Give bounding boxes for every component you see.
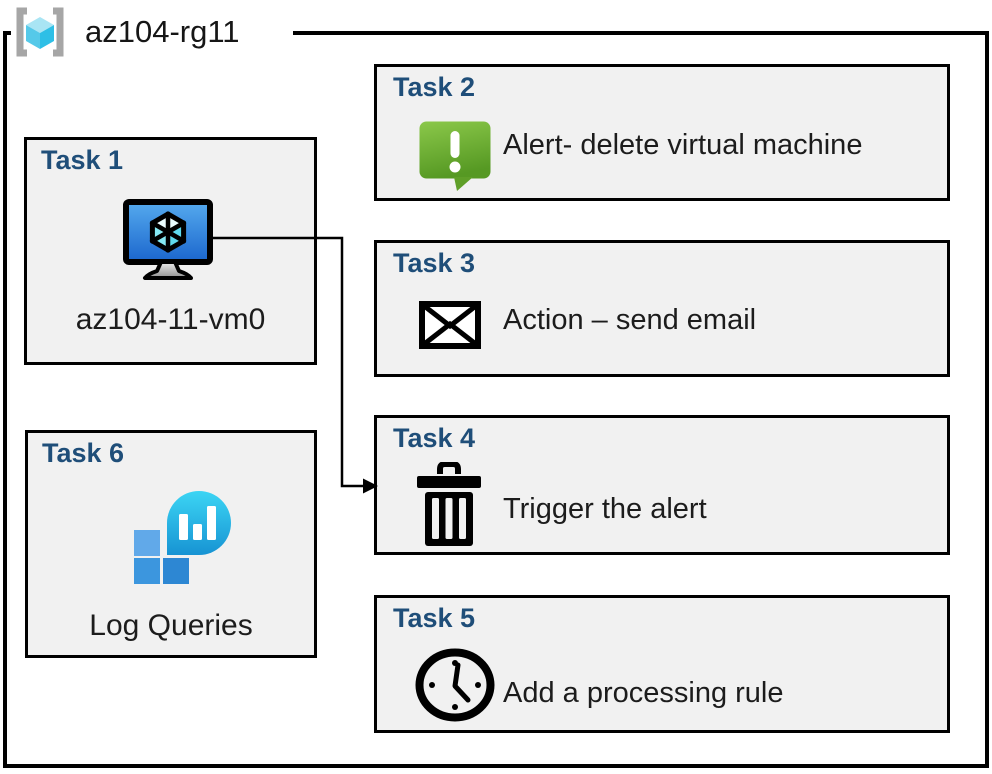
- trash-icon: [417, 462, 481, 546]
- task-2-box: Task 2 Alert- delete virtual machine: [374, 64, 950, 201]
- task-4-title: Task 4: [393, 423, 476, 453]
- resource-group-icon: [16, 7, 64, 57]
- task-6-title: Task 6: [42, 438, 125, 468]
- task-6-label: Log Queries: [89, 609, 253, 642]
- alert-message-icon: [418, 120, 492, 192]
- task-2-title: Task 2: [393, 72, 476, 102]
- resource-group-header: az104-rg11: [11, 3, 293, 61]
- task-5-title: Task 5: [393, 603, 476, 633]
- task-1-box: Task 1: [24, 137, 317, 365]
- email-envelope-icon: [419, 301, 481, 349]
- task-1-title: Task 1: [41, 145, 124, 175]
- task-3-box: Task 3 Action – send email: [374, 240, 950, 377]
- task-2-label: Alert- delete virtual machine: [503, 129, 863, 161]
- task-5-label: Add a processing rule: [503, 677, 784, 709]
- task-4-label: Trigger the alert: [503, 493, 707, 525]
- task-3-title: Task 3: [393, 248, 476, 278]
- task-4-box: Task 4 Trigger the alert: [374, 415, 950, 555]
- clock-icon: [415, 648, 495, 722]
- task-6-box: Task 6 Log Queries: [25, 430, 317, 658]
- task-3-label: Action – send email: [503, 304, 757, 336]
- task-1-label: az104-11-vm0: [75, 303, 266, 336]
- virtual-machine-icon: [122, 198, 214, 284]
- task-5-box: Task 5 Add a processing rule: [374, 595, 950, 733]
- log-queries-icon: [134, 489, 232, 584]
- resource-group-label: az104-rg11: [85, 14, 240, 49]
